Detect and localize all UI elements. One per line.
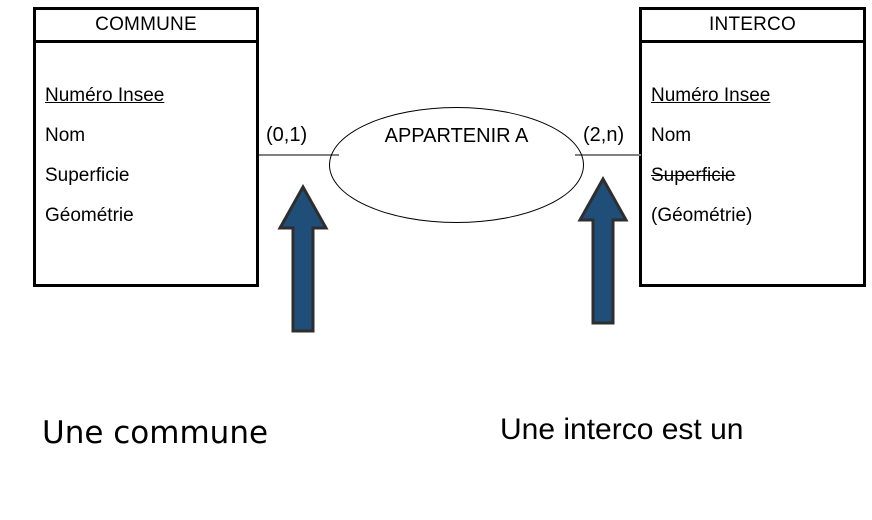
relationship-label: APPARTENIR A (384, 125, 529, 147)
annotation-right-line-1: Une interco est un (500, 413, 744, 446)
annotation-arrow-right (577, 176, 629, 325)
entity-title-commune: COMMUNE (36, 10, 256, 43)
entity-attributes-commune: Numéro Insee Nom Superficie Géométrie (36, 43, 256, 246)
entity-box-interco[interactable]: INTERCO Numéro Insee Nom Superficie (Géo… (639, 7, 866, 287)
attribute-commune-superficie: Superficie (45, 165, 130, 186)
cardinality-label-right: (2,n) (583, 124, 625, 146)
annotation-caption-right: Une interco est un rassemblement d’au mo… (500, 330, 770, 520)
attribute-commune-numero-insee: Numéro Insee (45, 85, 165, 106)
attribute-commune-nom: Nom (45, 125, 86, 146)
entity-attributes-interco: Numéro Insee Nom Superficie (Géométrie) (642, 43, 863, 246)
entity-box-commune[interactable]: COMMUNE Numéro Insee Nom Superficie Géom… (33, 7, 259, 287)
attribute-interco-numero-insee: Numéro Insee (651, 85, 771, 106)
relationship-link-left (259, 154, 339, 156)
relationship-ellipse-appartenir-a[interactable] (329, 107, 584, 223)
entity-title-interco: INTERCO (642, 10, 863, 43)
annotation-caption-left: Une commune appartient ou non à une inte… (42, 333, 320, 520)
attribute-interco-geometrie: (Géométrie) (651, 205, 753, 226)
annotation-arrow-left (277, 184, 329, 333)
annotation-left-line-1: Une commune (42, 415, 269, 451)
attribute-commune-geometrie: Géométrie (45, 205, 134, 226)
cardinality-label-left: (0,1) (266, 124, 308, 146)
relationship-link-right (575, 154, 641, 156)
attribute-interco-nom: Nom (651, 125, 692, 146)
attribute-interco-superficie: Superficie (651, 165, 736, 186)
